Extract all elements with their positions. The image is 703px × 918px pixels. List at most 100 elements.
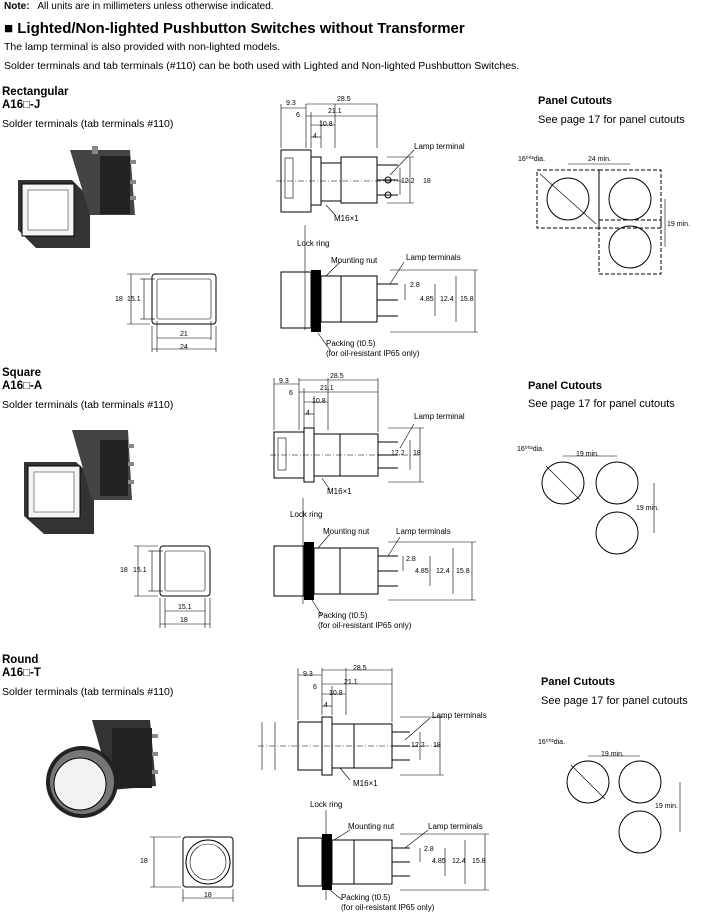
packing-label-square: Packing (t0.5): [318, 611, 368, 620]
packing-note-round: (for oil-resistant IP65 only): [341, 903, 435, 912]
model-round: A16□-T: [2, 667, 41, 679]
dim-9-3-round: 9.3: [303, 671, 313, 678]
dim-4-85-square: 4.85: [415, 568, 429, 575]
page-title: ■ Lighted/Non-lighted Pushbutton Switche…: [4, 21, 465, 36]
front-h-outer-round: 18: [140, 858, 148, 865]
front-h-inner-rectangular: 15.1: [127, 296, 141, 303]
terminals-square: Solder terminals (tab terminals #110): [2, 399, 174, 411]
panel-cutouts-title-round: Panel Cutouts: [541, 676, 615, 688]
terminals-round: Solder terminals (tab terminals #110): [2, 686, 174, 698]
panel-cutouts-title-rectangular: Panel Cutouts: [538, 95, 612, 107]
section-title-square: Square: [2, 367, 41, 379]
packing-label-round: Packing (t0.5): [341, 893, 391, 902]
dim-10-8-square: 10.8: [312, 398, 326, 405]
rectangular-front-view: [127, 273, 217, 352]
packing-note-square: (for oil-resistant IP65 only): [318, 621, 412, 630]
packing-note-rectangular: (for oil-resistant IP65 only): [326, 349, 420, 358]
dim-28-5-square: 28.5: [330, 373, 344, 380]
thread-label-square: M16×1: [327, 487, 352, 496]
mounting-nut-label-square: Mounting nut: [323, 527, 370, 536]
dim-18-round: 18: [433, 742, 441, 749]
front-h-outer-square: 18: [120, 567, 128, 574]
front-h-inner-square: 15.1: [133, 567, 147, 574]
dim-6-round: 6: [313, 684, 317, 691]
rectangular-product-photo: [18, 146, 136, 248]
dim-28-5-rectangular: 28.5: [337, 96, 351, 103]
dim-12-2-square: 12.2: [391, 450, 405, 457]
dim-18-square: 18: [413, 450, 421, 457]
round-panel-cutouts: [566, 755, 681, 854]
dim-21-1-round: 21.1: [344, 679, 358, 686]
front-w-outer-square: 18: [180, 617, 188, 624]
dim-12-2-round: 12.2: [411, 742, 425, 749]
dim-9-3-square: 9.3: [279, 378, 289, 385]
panel-cutouts-text-rectangular: See page 17 for panel cutouts: [538, 114, 685, 126]
dim-28-5-round: 28.5: [353, 665, 367, 672]
section-title-rectangular: Rectangular: [2, 86, 69, 98]
round-front-view: [150, 836, 234, 902]
front-w-outer-round: 18: [204, 892, 212, 899]
cutout-min-h-round: 19 min.: [601, 751, 624, 758]
round-side-view-top: [258, 668, 444, 781]
lamp-terminal-label-rectangular: Lamp terminal: [414, 142, 465, 151]
intro-line-2: Solder terminals and tab terminals (#110…: [4, 60, 520, 72]
lamp-terminals-label-square: Lamp terminals: [396, 527, 451, 536]
square-side-view-top: [270, 378, 424, 491]
dim-4-85-rectangular: 4.85: [420, 296, 434, 303]
cutout-min-v-square: 19 min.: [636, 505, 659, 512]
cutout-min-v-round: 19 min.: [655, 803, 678, 810]
title-text: Lighted/Non-lighted Pushbutton Switches …: [17, 20, 465, 37]
dim-2-8-rectangular: 2.8: [410, 282, 420, 289]
dim-12-4-rectangular: 12.4: [440, 296, 454, 303]
dim-15-8-rectangular: 15.8: [460, 296, 474, 303]
cutout-min-h-rectangular: 24 min.: [588, 156, 611, 163]
dim-10-8-round: 10.8: [329, 690, 343, 697]
terminals-rectangular: Solder terminals (tab terminals #110): [2, 118, 174, 130]
lock-ring-label-round: Lock ring: [310, 800, 343, 809]
cutout-min-h-square: 19 min.: [576, 451, 599, 458]
thread-label-round: M16×1: [353, 779, 378, 788]
thread-label-rectangular: M16×1: [334, 214, 359, 223]
dim-12-2-rectangular: 12.2: [401, 178, 415, 185]
lamp-terminals-top-label-round: Lamp terminals: [432, 711, 487, 720]
model-square: A16□-A: [2, 380, 43, 392]
front-w-outer-rectangular: 24: [180, 344, 188, 351]
section-title-round: Round: [2, 654, 39, 666]
dim-12-4-square: 12.4: [436, 568, 450, 575]
packing-label-rectangular: Packing (t0.5): [326, 339, 376, 348]
cutout-dia-square: 16⁰⁰²dia.: [517, 446, 545, 453]
front-w-inner-rectangular: 21: [180, 331, 188, 338]
dim-2-8-square: 2.8: [406, 556, 416, 563]
dim-4-square: 4: [306, 410, 310, 417]
mounting-nut-label-rectangular: Mounting nut: [331, 256, 378, 265]
dim-10-8-rectangular: 10.8: [319, 121, 333, 128]
dim-21-1-square: 21.1: [320, 385, 334, 392]
dim-12-4-round: 12.4: [452, 858, 466, 865]
cutout-dia-round: 16⁰⁰²dia.: [538, 739, 566, 746]
model-rectangular: A16□-J: [2, 99, 41, 111]
intro-line-1: The lamp terminal is also provided with …: [4, 41, 281, 53]
dim-4-round: 4: [324, 702, 328, 709]
dim-18-rectangular: 18: [423, 178, 431, 185]
note-text: All units are in millimeters unless othe…: [37, 1, 274, 12]
front-h-outer-rectangular: 18: [115, 296, 123, 303]
lamp-terminal-label-square: Lamp terminal: [414, 412, 465, 421]
dim-2-8-round: 2.8: [424, 846, 434, 853]
panel-cutouts-text-round: See page 17 for panel cutouts: [541, 695, 688, 707]
cutout-min-v-rectangular: 19 min.: [667, 221, 690, 228]
note-label: Note:: [4, 1, 30, 12]
rectangular-panel-cutouts: [536, 163, 666, 275]
dim-15-8-round: 15.8: [472, 858, 486, 865]
mounting-nut-label-round: Mounting nut: [348, 822, 395, 831]
cutout-dia-rectangular: 16⁰⁰²dia.: [518, 156, 546, 163]
dim-6-square: 6: [289, 390, 293, 397]
square-product-photo: [24, 430, 134, 534]
bullet-square-icon: ■: [4, 20, 14, 37]
square-panel-cutouts: [541, 455, 655, 555]
panel-cutouts-text-square: See page 17 for panel cutouts: [528, 398, 675, 410]
dim-4-85-round: 4.85: [432, 858, 446, 865]
dim-6-rectangular: 6: [296, 112, 300, 119]
dim-21-1-rectangular: 21.1: [328, 108, 342, 115]
square-front-view: [134, 545, 211, 628]
